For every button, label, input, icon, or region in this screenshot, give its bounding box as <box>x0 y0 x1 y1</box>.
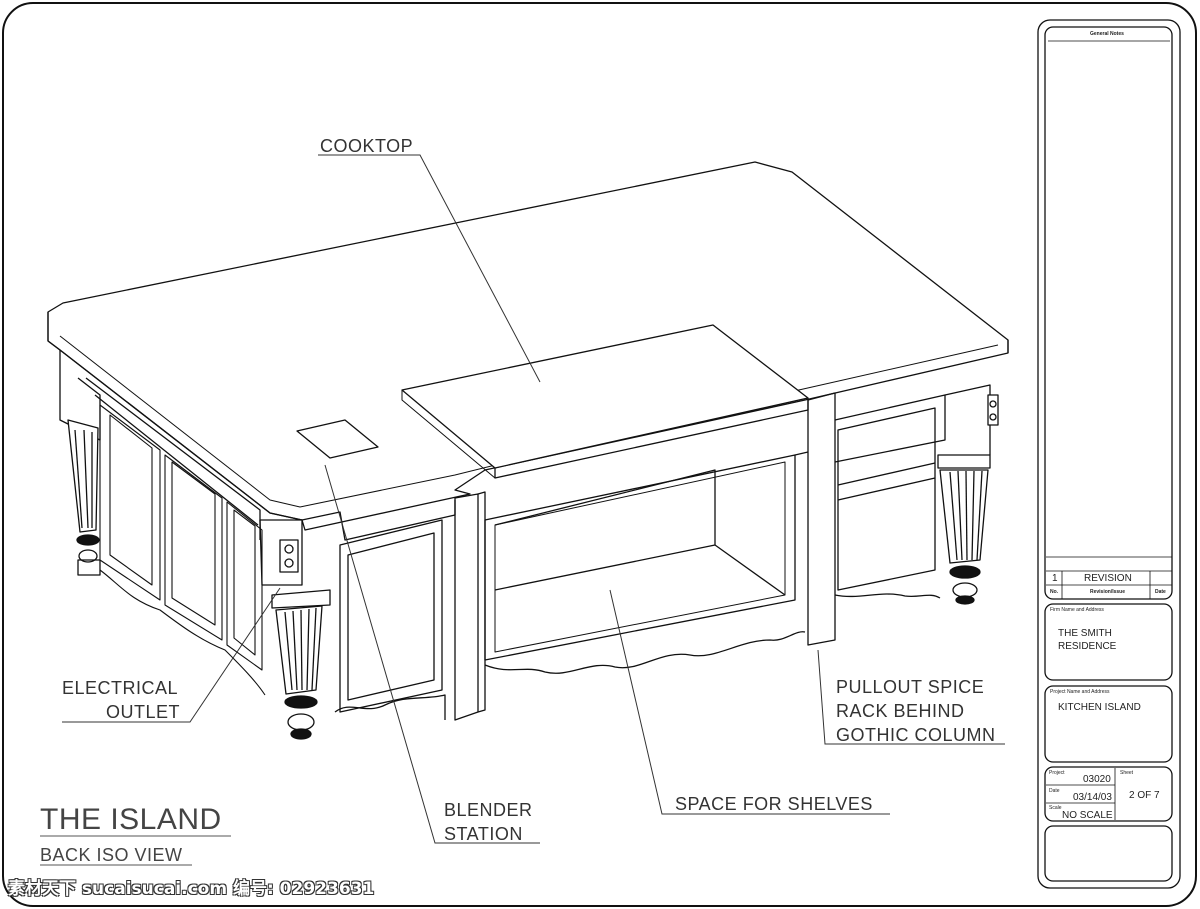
callout-spice-rack-line1: PULLOUT SPICE <box>836 677 985 697</box>
firm-label: Firm Name and Address <box>1050 607 1104 613</box>
general-notes-box <box>1044 26 1173 600</box>
callout-spice-rack-line2: RACK BEHIND <box>836 701 965 721</box>
blender-plate <box>296 419 379 459</box>
watermark: 素材天下 sucaisucai.com 编号: 02923631 <box>8 879 375 899</box>
center-column <box>454 493 479 721</box>
revision-text: REVISION <box>1084 573 1132 584</box>
island-drawing <box>47 161 1009 740</box>
revision-col-date: Date <box>1155 589 1166 595</box>
project-box <box>1044 685 1173 763</box>
firm-line1: THE SMITH <box>1058 628 1112 639</box>
right-leg <box>937 454 991 605</box>
callout-electrical-outlet-line1: ELECTRICAL <box>62 678 179 698</box>
revision-col-no: No. <box>1050 589 1059 595</box>
callout-electrical-outlet-line2: OUTLET <box>106 702 181 722</box>
callout-cooktop: COOKTOP <box>320 136 414 156</box>
drawing-title: THE ISLAND <box>40 803 222 836</box>
project-name: KITCHEN ISLAND <box>1058 702 1141 713</box>
right-column <box>807 392 836 646</box>
date-value: 03/14/03 <box>1073 792 1112 803</box>
callout-blender-station-line2: STATION <box>444 824 523 844</box>
front-left-panel <box>339 519 443 713</box>
leader-lines <box>62 154 1005 844</box>
right-outlet <box>987 394 999 426</box>
callout-space-for-shelves: SPACE FOR SHELVES <box>675 794 873 814</box>
sheet-value: 2 OF 7 <box>1129 790 1160 801</box>
shelf-opening <box>484 454 796 661</box>
project-no-label: Project <box>1049 770 1065 776</box>
left-front-leg <box>271 589 331 740</box>
general-notes-label: General Notes <box>1090 31 1124 37</box>
date-label: Date <box>1049 788 1060 794</box>
scale-label: Scale <box>1049 805 1062 811</box>
sheet-label: Sheet <box>1120 770 1134 776</box>
info-box <box>1044 766 1173 822</box>
title-block <box>1037 19 1181 889</box>
revision-number: 1 <box>1052 573 1058 584</box>
right-panel <box>837 407 936 591</box>
callout-spice-rack-line3: GOTHIC COLUMN <box>836 725 996 745</box>
left-side-panels <box>99 404 266 696</box>
firm-box <box>1044 603 1173 681</box>
empty-box <box>1044 825 1173 882</box>
callout-blender-station-line1: BLENDER <box>444 800 533 820</box>
firm-line2: RESIDENCE <box>1058 641 1117 652</box>
left-back-leg <box>67 419 101 576</box>
drawing-subtitle: BACK ISO VIEW <box>40 845 183 865</box>
revision-col-issue: Revision/Issue <box>1090 589 1126 595</box>
project-no: 03020 <box>1083 774 1111 785</box>
scale-value: NO SCALE <box>1062 810 1113 821</box>
project-label: Project Name and Address <box>1050 689 1110 695</box>
